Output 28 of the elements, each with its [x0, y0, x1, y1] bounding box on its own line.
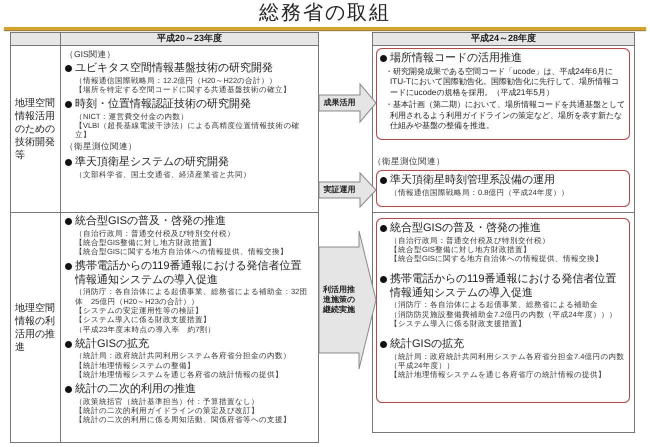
group-heading: （衛星測位関連）: [65, 141, 138, 152]
item-title: 時刻・位置情報認証技術の研究開発: [75, 98, 251, 112]
item-title: 統計の二次的利用の推進: [75, 383, 196, 397]
edge-label: 成果活用: [321, 98, 358, 108]
bullet-paragraph: ・研究開発成果である空間コード「ucode」は、平成24年6月にITU-Tにおいて国際勧告化。国際勧告化に先行して、場所情報コードにucodeの規格を採用。（平成21年5月）: [384, 66, 620, 99]
item-title: 準天頂衛星システムの研究開発: [75, 156, 229, 170]
highlight-box: [376, 48, 630, 140]
item-title: 統合型GISの普及・啓発の推進: [75, 215, 226, 228]
edge-label: 実証運用: [321, 185, 358, 195]
edge-label: 利活用推進施策の継続実施: [321, 285, 357, 315]
highlight-box: [376, 218, 630, 403]
group-heading: （衛星測位関連）: [373, 156, 445, 167]
item-title: 準天頂衛星時刻管理系設備の運用: [390, 174, 555, 188]
row-header-cell: 地理空間情報の利活用の推進: [10, 212, 61, 443]
item-title: 場所情報コードの活用推進: [390, 52, 522, 66]
column-header-cell: 平成24～28年度: [372, 32, 635, 46]
item-title: 携帯電話からの119番通報における発信者位置情報通知システムの導入促進: [390, 273, 618, 300]
item-title: 携帯電話からの119番通報における発信者位置情報通知システムの導入促進: [75, 260, 303, 288]
item-title: 統合型GISの普及・啓発の推進: [390, 222, 541, 236]
item-title: ユビキタス空間情報基盤技術の研究開発: [75, 62, 273, 76]
group-heading: （GIS関連）: [65, 49, 117, 60]
column-header-cell: 平成20～23年度: [60, 32, 319, 46]
table-cell: [60, 212, 319, 443]
page-title: 総務省の取組: [258, 1, 392, 25]
block-arrow: [318, 230, 377, 370]
bullet-paragraph: ・基本計画（第二期）において、場所情報コードを共通基盤として利用されるよう利用ガイドラインの策定など、場所を表す新たな仕組みや基盤の整備を推進。: [384, 100, 625, 132]
item-title: 統計GISの拡充: [75, 338, 149, 352]
item-title: 統計GISの拡充: [390, 338, 464, 352]
